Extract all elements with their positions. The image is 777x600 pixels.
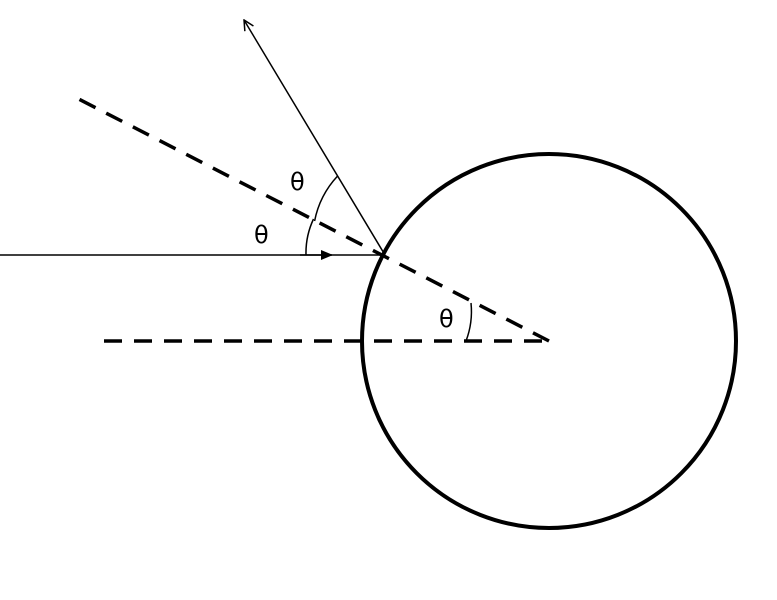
reflected-angle-label: θ [290,168,305,196]
incident-angle-arc [305,218,315,256]
reflected-angle-arc [313,175,339,222]
normal-line-dashed [68,92,550,343]
center-angle-label: θ [439,305,454,333]
reflected-ray [244,20,386,256]
incident-angle-label: θ [254,221,269,249]
center-angle-arc [465,302,473,342]
